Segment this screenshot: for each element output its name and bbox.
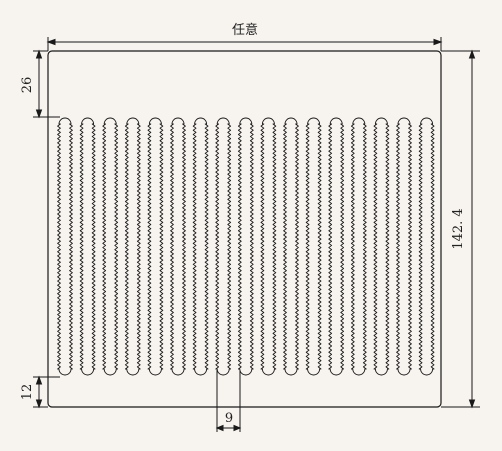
fin (418, 117, 435, 376)
fin-pitch-dimension (215, 370, 242, 432)
fin (102, 117, 119, 376)
width-dimension (46, 37, 443, 51)
width-label: 任意 (232, 22, 258, 38)
fin (260, 117, 277, 376)
height-label: 142. 4 (451, 208, 466, 249)
fin (215, 117, 232, 376)
fin (305, 117, 322, 376)
top-margin-dimension (33, 49, 60, 119)
fin-array (57, 117, 435, 376)
bottom-margin-label: 12 (20, 384, 35, 401)
fin (350, 117, 367, 376)
fin (283, 117, 299, 376)
fin (57, 117, 73, 376)
fin (170, 117, 186, 376)
fin (124, 117, 141, 376)
fin-pitch-label: 9 (225, 411, 233, 426)
fin (79, 117, 96, 376)
fin (192, 117, 209, 376)
fin (237, 117, 254, 376)
fin (396, 117, 412, 376)
fin (328, 117, 345, 376)
fin (373, 117, 390, 376)
fin (147, 117, 164, 376)
top-margin-label: 26 (20, 77, 35, 94)
bottom-margin-dimension (33, 375, 60, 409)
height-dimension (441, 49, 480, 409)
plate-outline (47, 50, 442, 408)
